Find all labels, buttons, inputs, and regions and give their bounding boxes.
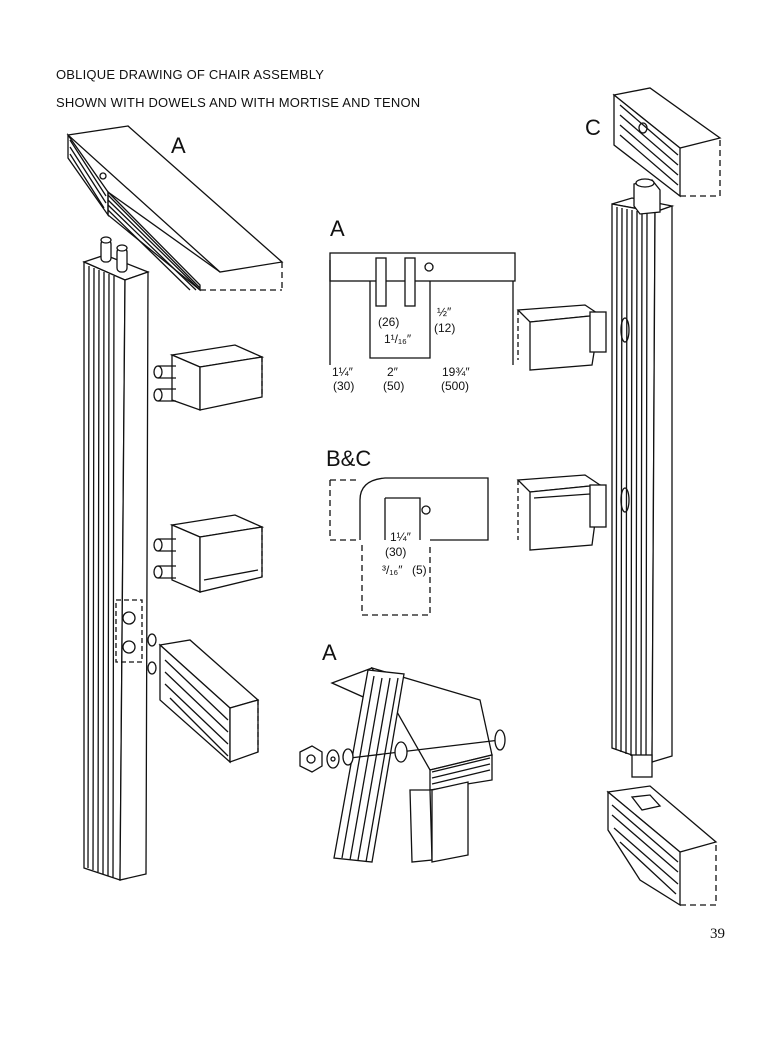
dowel-rail-3	[147, 633, 260, 764]
edge-dim-mm: (30)	[333, 379, 355, 393]
label-bc-detail: B&C	[326, 446, 372, 471]
label-a-detail: A	[330, 216, 345, 241]
top-block-c	[612, 87, 722, 198]
left-leg	[82, 236, 150, 881]
long-dim-in: 19¾″	[442, 365, 470, 379]
dowel-rail-1	[153, 344, 265, 411]
label-a-clamp: A	[322, 640, 337, 665]
dowel-length-in: ½″	[437, 305, 452, 319]
label-c: C	[585, 115, 601, 140]
bc-width-in: 1¼″	[390, 530, 411, 544]
mid-dim-in: 2″	[387, 365, 398, 379]
tenon-rail-2	[516, 474, 607, 551]
heading-line-2: SHOWN WITH DOWELS AND WITH MORTISE AND T…	[56, 95, 421, 110]
bc-offset-mm: (5)	[412, 563, 427, 577]
detail-a-diagram	[329, 252, 516, 365]
bc-offset-in: ³/₁₆″	[382, 563, 403, 577]
bottom-block	[606, 785, 718, 907]
long-dim-mm: (500)	[441, 379, 470, 393]
dowel-spacing-in: 1¹/₁₆″	[384, 332, 412, 346]
right-leg	[611, 178, 675, 778]
mid-dim-mm: (50)	[383, 379, 405, 393]
bc-width-mm: (30)	[385, 545, 407, 559]
dowel-spacing-mm: (26)	[378, 315, 400, 329]
edge-dim-in: 1¼″	[332, 365, 353, 379]
detail-bc-diagram	[329, 477, 489, 616]
dowel-length-mm: (12)	[434, 321, 456, 335]
top-rail	[66, 125, 284, 292]
clamp-assembly	[299, 666, 506, 863]
label-a-top-rail: A	[171, 133, 186, 158]
page-number: 39	[710, 926, 725, 942]
tenon-rail-1	[516, 304, 607, 371]
dowel-rail-2	[153, 514, 265, 593]
heading-line-1: OBLIQUE DRAWING OF CHAIR ASSEMBLY	[56, 67, 325, 82]
